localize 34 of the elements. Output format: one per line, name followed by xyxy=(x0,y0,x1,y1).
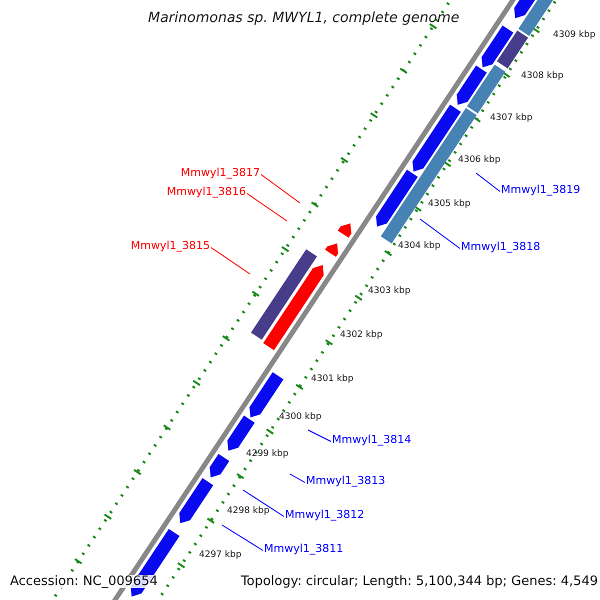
scale-label: 4299 kbp xyxy=(246,450,288,459)
gene-label: Mmwyl1_3816 xyxy=(166,186,246,197)
leader-line xyxy=(476,172,500,192)
leader-line xyxy=(210,247,250,274)
scale-label: 4309 kbp xyxy=(553,31,596,40)
genome-summary: Topology: circular; Length: 5,100,344 bp; Genes: 4,549 xyxy=(240,575,598,588)
scale-label: 4308 kbp xyxy=(521,72,564,81)
leader-line xyxy=(260,174,300,204)
scale-label: 4298 kbp xyxy=(227,507,270,516)
scale-label: 4303 kbp xyxy=(368,287,410,296)
scale-label: 4304 kbp xyxy=(398,242,440,251)
accession-note: Accession: NC_009654 xyxy=(10,575,158,588)
gene-label: Mmwyl1_3811 xyxy=(264,543,344,554)
gene-label: Mmwyl1_3815 xyxy=(130,240,210,251)
leader-line xyxy=(222,524,264,551)
leader-line xyxy=(246,193,288,222)
gene-label: Mmwyl1_3818 xyxy=(461,241,540,252)
scale-label: 4301 kbp xyxy=(311,375,354,384)
gene-label: Mmwyl1_3813 xyxy=(306,475,386,486)
scale-label: 4307 kbp xyxy=(490,114,532,123)
scale-label: 4306 kbp xyxy=(458,156,500,165)
leader-line xyxy=(290,474,306,483)
leader-line xyxy=(308,430,332,442)
scale-label: 4302 kbp xyxy=(340,331,382,340)
scale-label: 4300 kbp xyxy=(279,413,322,422)
scale-label: 4305 kbp xyxy=(428,200,470,209)
gene-label: Mmwyl1_3819 xyxy=(501,184,580,195)
map-title: Marinomonas sp. MWYL1, complete genome xyxy=(148,11,460,25)
leader-line xyxy=(420,218,460,249)
scale-label: 4297 kbp xyxy=(199,551,242,560)
leader-line xyxy=(242,490,284,517)
gene-label: Mmwyl1_3817 xyxy=(180,167,260,178)
gene-label: Mmwyl1_3812 xyxy=(285,509,364,520)
gene-label: Mmwyl1_3814 xyxy=(332,434,412,445)
